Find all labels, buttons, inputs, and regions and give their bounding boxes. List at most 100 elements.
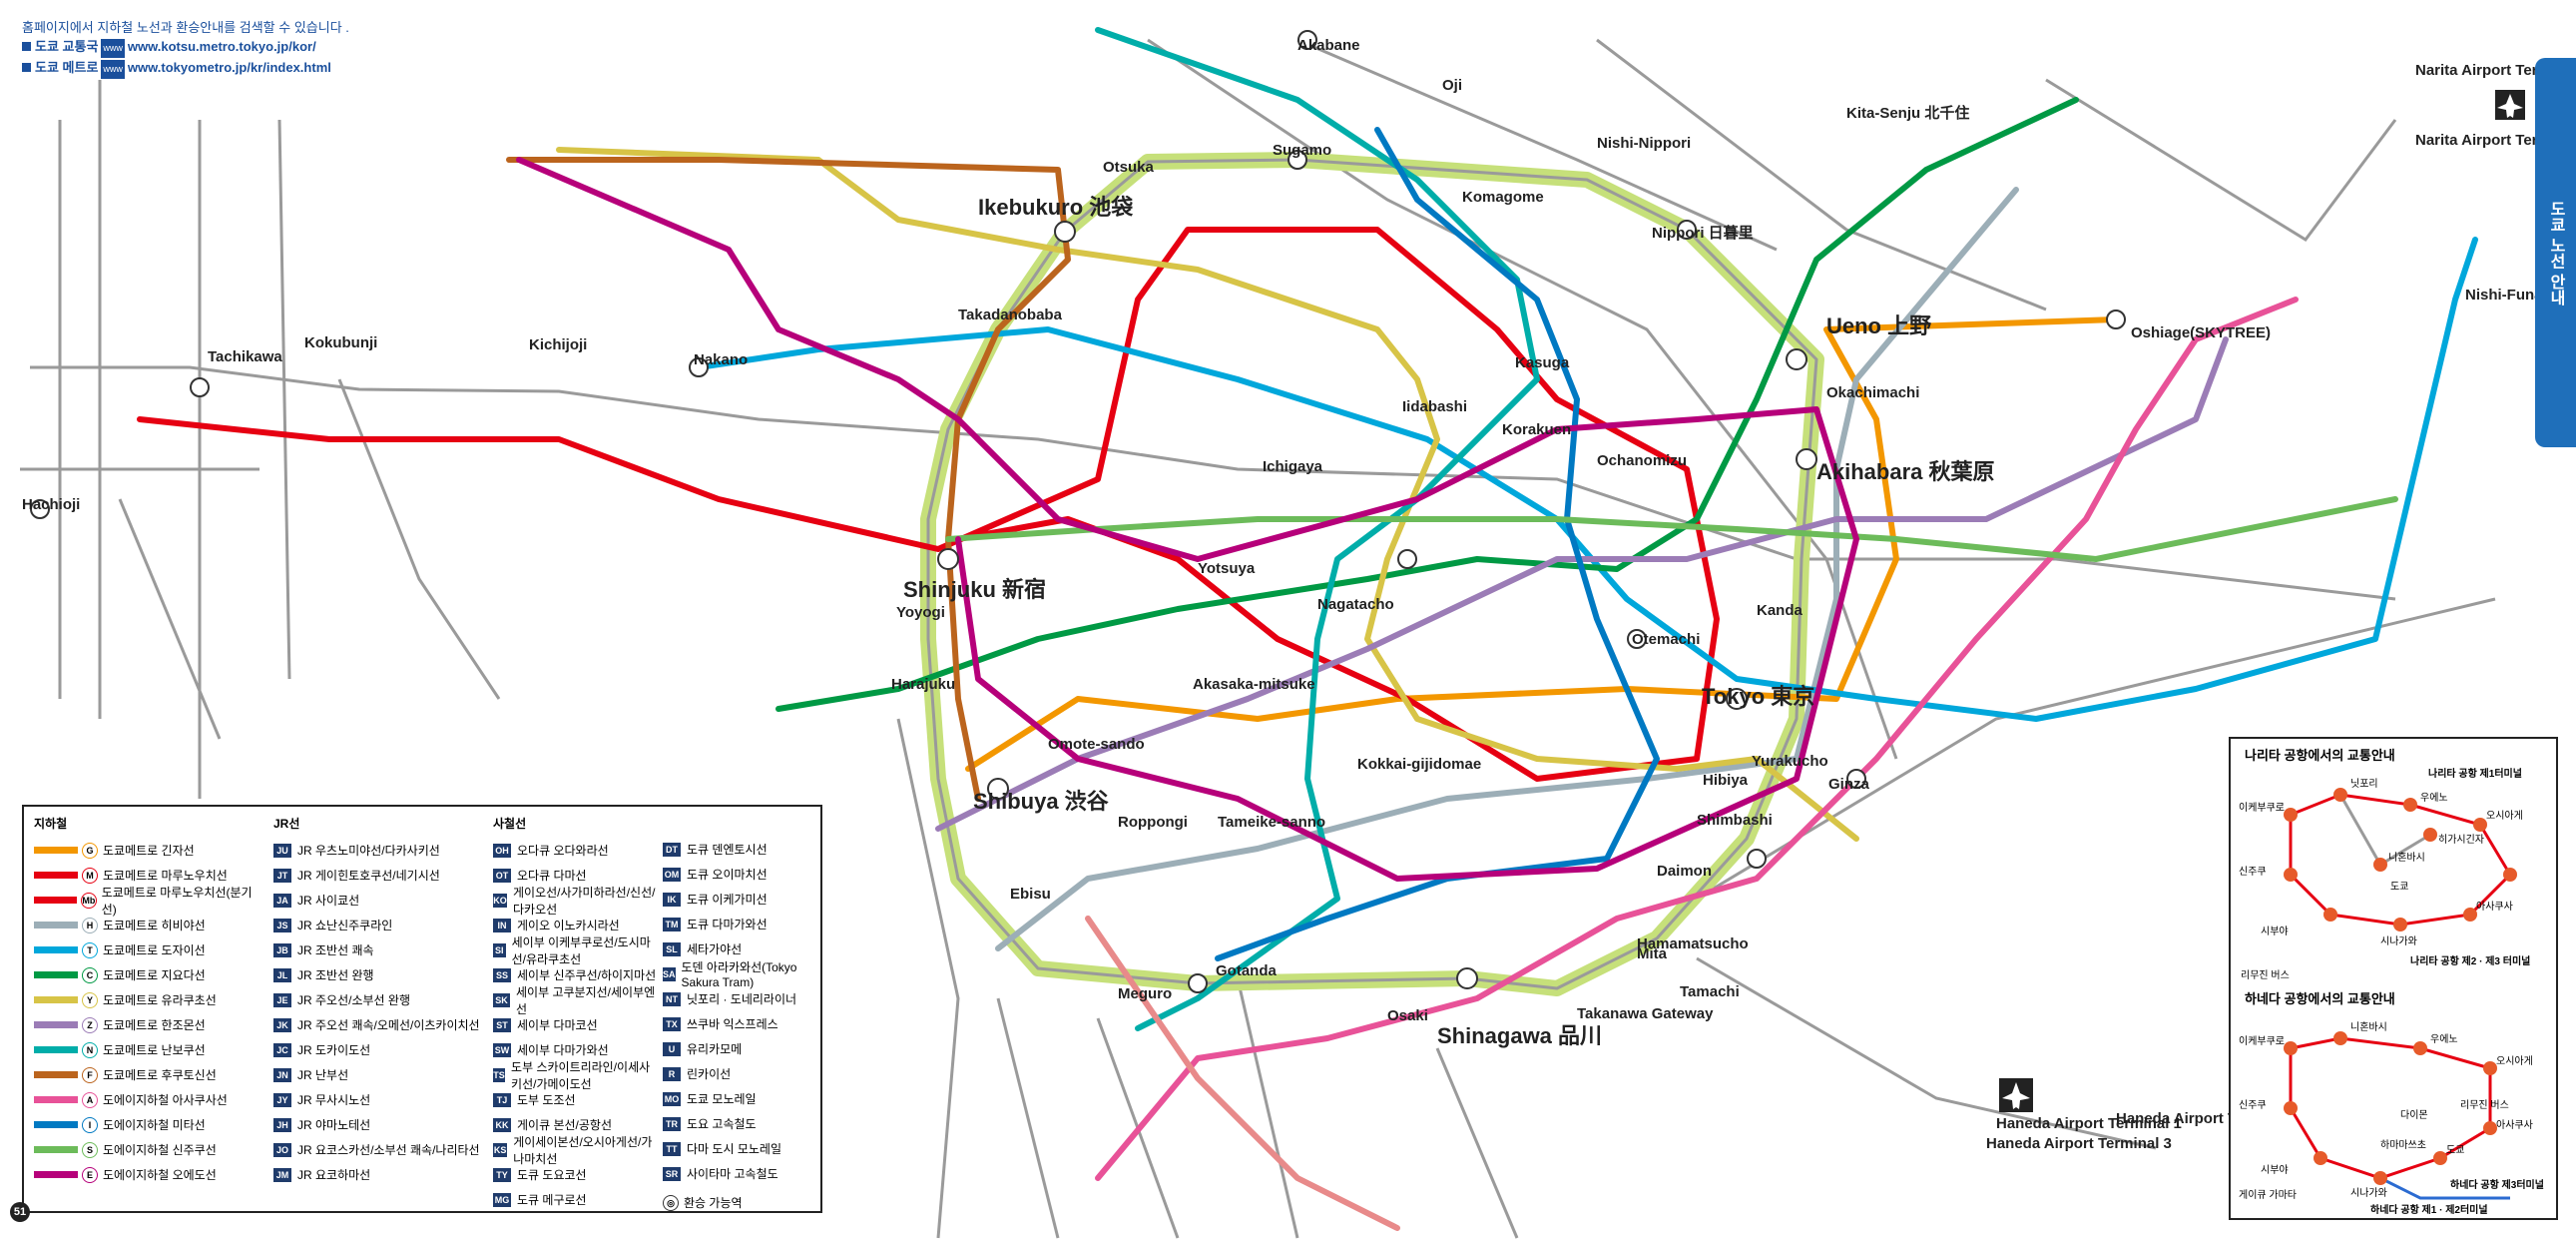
line-code-badge: SS [493,967,511,982]
station-node[interactable] [1397,549,1417,569]
station-label: Hachioji [22,496,80,513]
legend-row: JN JR 난부선 [273,1062,488,1087]
narita-station-node[interactable] [2373,858,2387,872]
kotsu-url-link[interactable]: www.kotsu.metro.tokyo.jp/kor/ [127,39,316,54]
haneda-station-node[interactable] [2373,1171,2387,1185]
haneda-station-label: 다이몬 [2400,1109,2428,1121]
header-line2-label: 도쿄 교통국 [35,39,99,54]
station-node[interactable] [1456,967,1478,989]
narita-station-node[interactable] [2323,908,2337,922]
line-code-badge: G [82,842,98,859]
station-label: Hibiya [1703,772,1749,789]
line-name: 도에이지하철 오에도선 [103,1168,217,1182]
station-label: Omote-sando [1048,736,1145,753]
station-label: Ebisu [1010,886,1051,903]
haneda-station-label: 아사쿠사 [2496,1119,2533,1131]
station-node[interactable] [1796,448,1817,470]
line-code-badge: TS [493,1067,506,1082]
station-label: Otemachi [1632,631,1700,648]
station-node[interactable] [987,778,1009,800]
narita-station-node[interactable] [2423,828,2437,842]
line-code-badge: MO [663,1091,681,1106]
narita-station-node[interactable] [2284,808,2298,822]
station-node[interactable] [1747,849,1767,869]
side-tab[interactable]: 도쿄 노선 안내 [2535,58,2576,447]
page-number: 51 [10,1202,30,1222]
narita-station-node[interactable] [2393,918,2407,931]
narita-station-node[interactable] [2403,798,2417,812]
line-code-badge: JM [273,1167,291,1182]
narita-station-node[interactable] [2473,818,2487,832]
haneda-station-node[interactable] [2413,1041,2427,1055]
station-label-major: Shinjuku 新宿 [903,577,1046,602]
line-swatch [34,1121,78,1128]
station-node[interactable] [1726,688,1748,710]
line-hanzomon [935,336,2229,832]
narita-diagram: 이케부쿠로 신주쿠 시부야 시나가와 도쿄 우에노 닛포리 오시아게 아사쿠사 … [2239,767,2530,981]
station-label: Kichijoji [529,336,587,353]
line-code-badge: SA [663,966,676,981]
station-label-major: Shinagawa 品川 [1437,1023,1602,1048]
haneda-station-node[interactable] [2333,1031,2347,1045]
station-label: Nishi-Nippori [1597,135,1691,152]
station-node[interactable] [1786,348,1807,370]
narita-station-node[interactable] [2284,868,2298,882]
station-node[interactable] [1297,30,1317,50]
station-node[interactable] [30,499,50,519]
narita-station-node[interactable] [2503,868,2517,882]
station-label: Yotsuya [1198,560,1256,577]
haneda-station-node[interactable] [2483,1121,2497,1135]
station-label: Kanda [1757,602,1803,619]
line-name: JR 난부선 [297,1068,349,1082]
station-node[interactable] [937,548,959,570]
station-markers[interactable] [30,30,2126,993]
line-name: 도큐 메구로선 [517,1193,587,1207]
line-code-badge: N [82,1041,98,1058]
station-node[interactable] [1677,220,1697,240]
haneda-airport-label: 하네다 공항 제1 · 제2터미널 [2370,1203,2488,1216]
haneda-station-node[interactable] [2433,1151,2447,1165]
station-node[interactable] [1054,221,1076,243]
line-code-badge: H [82,917,98,933]
haneda-station-node[interactable] [2483,1061,2497,1075]
haneda-airport-label: 하네다 공항 제3터미널 [2450,1178,2544,1191]
station-node[interactable] [1288,150,1307,170]
station-node[interactable] [1188,973,1208,993]
station-label: Kokubunji [304,334,377,351]
station-node[interactable] [1627,629,1647,649]
line-oedo [516,157,1859,882]
station-label: Osaki [1387,1007,1428,1024]
line-code-badge: JN [273,1067,291,1082]
line-name: 도쿄메트로 마루노우치선 [103,869,228,883]
station-label: Tameike-sanno [1218,814,1325,831]
station-label: Ichigaya [1263,458,1323,475]
haneda-station-label: 신주쿠 [2239,1099,2267,1111]
haneda-station-node[interactable] [2284,1041,2298,1055]
station-node[interactable] [2106,310,2126,329]
narita-station-node[interactable] [2333,788,2347,802]
station-node[interactable] [1846,769,1866,789]
line-name: JR 게이힌토호쿠선/네기시선 [297,869,440,883]
narita-station-node[interactable] [2463,908,2477,922]
line-name: 도쿄 모노레일 [687,1092,757,1106]
station-node[interactable] [190,377,210,397]
haneda-station-node[interactable] [2284,1101,2298,1115]
narita-station-label: 아사쿠사 [2476,901,2513,913]
line-name: JR 요코스카선/소부선 쾌속/나리타선 [297,1143,480,1157]
metro-url-link[interactable]: www.tokyometro.jp/kr/index.html [127,60,331,75]
line-code-badge: JC [273,1042,291,1057]
line-code-badge: A [82,1091,98,1108]
station-node[interactable] [689,357,709,377]
line-name: 도쿄메트로 후쿠토신선 [103,1068,217,1082]
haneda-station-node[interactable] [2314,1151,2327,1165]
line-name: 사이타마 고속철도 [687,1167,778,1181]
